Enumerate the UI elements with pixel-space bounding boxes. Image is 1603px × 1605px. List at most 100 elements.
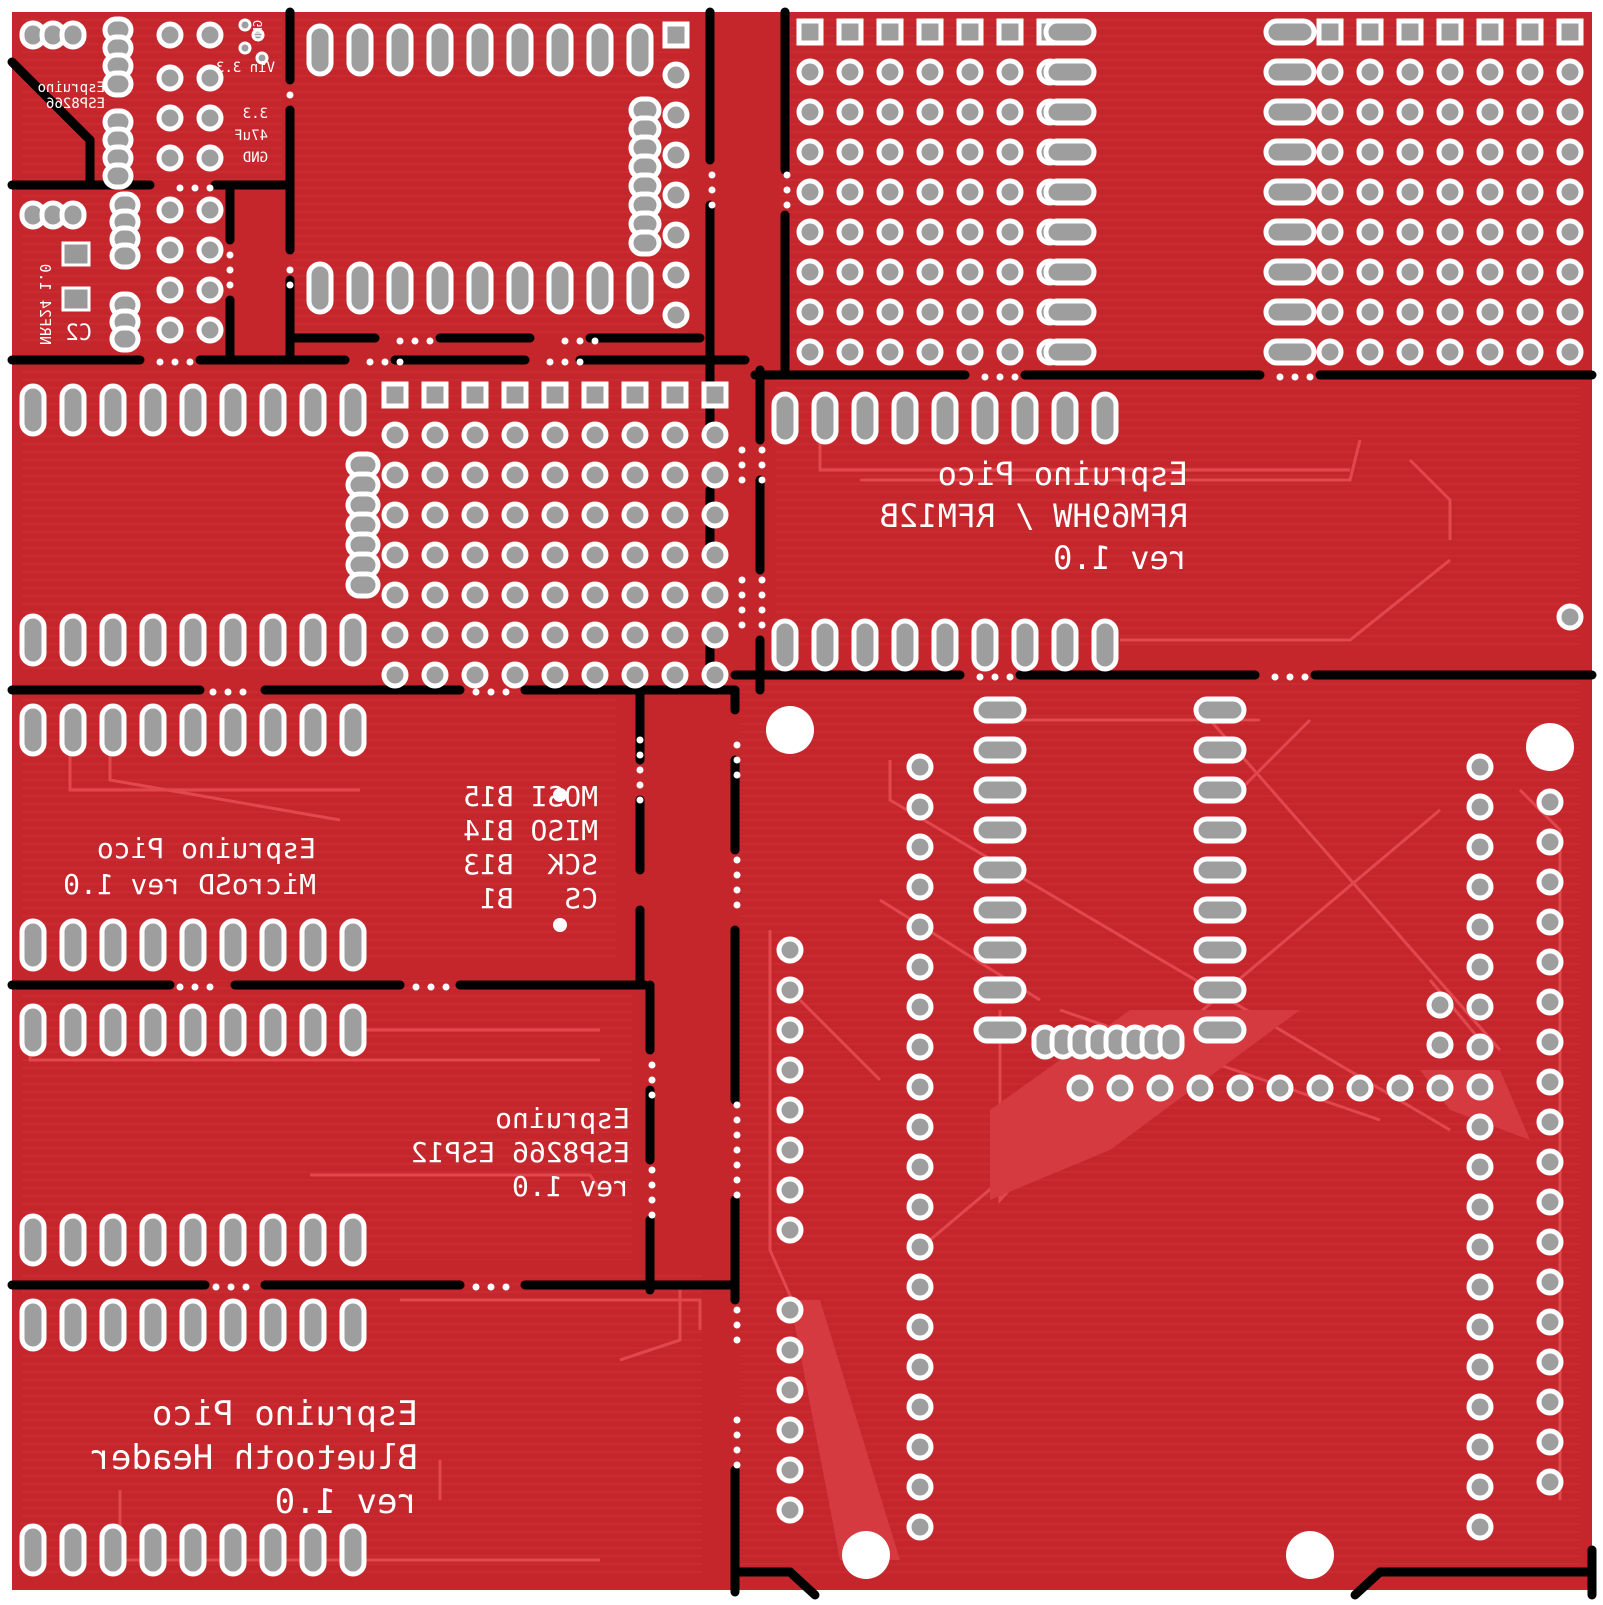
via	[733, 1191, 741, 1199]
oval-pad	[626, 261, 654, 315]
via	[156, 358, 164, 366]
via	[738, 461, 746, 469]
round-pad	[1466, 1233, 1494, 1261]
round-pad	[1466, 833, 1494, 861]
round-pad	[501, 501, 529, 529]
via	[412, 983, 420, 991]
via	[783, 186, 791, 194]
oval-pad	[586, 23, 614, 77]
round-pad	[916, 258, 944, 286]
via	[733, 886, 741, 894]
round-pad	[906, 1113, 934, 1141]
oval-pad	[179, 1523, 207, 1577]
via	[186, 358, 194, 366]
round-pad	[996, 138, 1024, 166]
round-pad	[1476, 218, 1504, 246]
round-pad	[1466, 1473, 1494, 1501]
round-pad	[541, 421, 569, 449]
via	[242, 1283, 250, 1291]
square-pad	[581, 381, 609, 409]
round-pad	[1266, 1074, 1294, 1102]
round-pad	[1516, 218, 1544, 246]
round-pad	[1476, 178, 1504, 206]
round-pad	[776, 1456, 804, 1484]
round-pad	[1436, 138, 1464, 166]
oval-pad	[1043, 298, 1097, 326]
oval-pad	[971, 391, 999, 445]
round-pad	[156, 21, 184, 49]
round-pad	[776, 936, 804, 964]
round-pad	[1396, 218, 1424, 246]
round-pad	[621, 621, 649, 649]
round-pad	[996, 258, 1024, 286]
round-pad	[1476, 58, 1504, 86]
via	[472, 688, 480, 696]
via	[227, 1283, 235, 1291]
round-pad	[776, 1136, 804, 1164]
round-pad	[1466, 1113, 1494, 1141]
oval-pad	[259, 383, 287, 437]
oval-pad	[1263, 338, 1317, 366]
round-pad	[796, 218, 824, 246]
oval-pad	[1193, 936, 1247, 964]
oval-pad	[339, 1523, 367, 1577]
via	[224, 688, 232, 696]
via	[783, 201, 791, 209]
via	[708, 171, 716, 179]
oval-pad	[426, 23, 454, 77]
round-pad	[156, 64, 184, 92]
oval-pad	[219, 1523, 247, 1577]
round-pad	[996, 58, 1024, 86]
round-pad	[381, 621, 409, 649]
oval-pad	[1157, 1024, 1185, 1060]
round-pad	[1536, 908, 1564, 936]
round-pad	[196, 104, 224, 132]
round-pad	[581, 461, 609, 489]
oval-pad	[339, 918, 367, 972]
via	[487, 688, 495, 696]
pads	[19, 16, 1584, 1577]
oval-pad	[139, 703, 167, 757]
silkscreen: Espruino ESP8266 GND Vin 3.3 3.3 47uF GN…	[36, 20, 1188, 1522]
round-pad	[1556, 258, 1584, 286]
round-pad	[461, 461, 489, 489]
oval-pad	[19, 1003, 47, 1057]
via	[996, 373, 1004, 381]
round-pad	[501, 461, 529, 489]
via	[648, 1166, 656, 1174]
via	[576, 337, 584, 345]
round-pad	[1536, 988, 1564, 1016]
round-pad	[1466, 1513, 1494, 1541]
via	[502, 1283, 510, 1291]
oval-pad	[299, 613, 327, 667]
oval-pad	[891, 618, 919, 672]
mounting-hole	[766, 706, 814, 754]
via	[502, 688, 510, 696]
via	[561, 358, 569, 366]
oval-pad	[99, 613, 127, 667]
label-bt-2: Bluetooth Header	[90, 1438, 418, 1478]
round-pad	[1536, 1148, 1564, 1176]
round-pad	[1516, 58, 1544, 86]
via	[733, 856, 741, 864]
round-pad	[776, 1096, 804, 1124]
oval-pad	[386, 261, 414, 315]
trace	[1238, 718, 1312, 792]
round-pad	[956, 258, 984, 286]
oval-pad	[219, 1298, 247, 1352]
round-pad	[581, 541, 609, 569]
oval-pad	[59, 20, 87, 50]
oval-pad	[59, 383, 87, 437]
via	[733, 1446, 741, 1454]
via	[1291, 373, 1299, 381]
via	[708, 186, 716, 194]
oval-pad	[139, 918, 167, 972]
oval-pad	[59, 613, 87, 667]
via	[758, 606, 766, 614]
round-pad	[1556, 603, 1584, 631]
round-pad	[876, 98, 904, 126]
oval-pad	[99, 1003, 127, 1057]
round-pad	[906, 1393, 934, 1421]
oval-pad	[1043, 18, 1097, 46]
label-esp-small-1: Espruino	[38, 80, 105, 96]
